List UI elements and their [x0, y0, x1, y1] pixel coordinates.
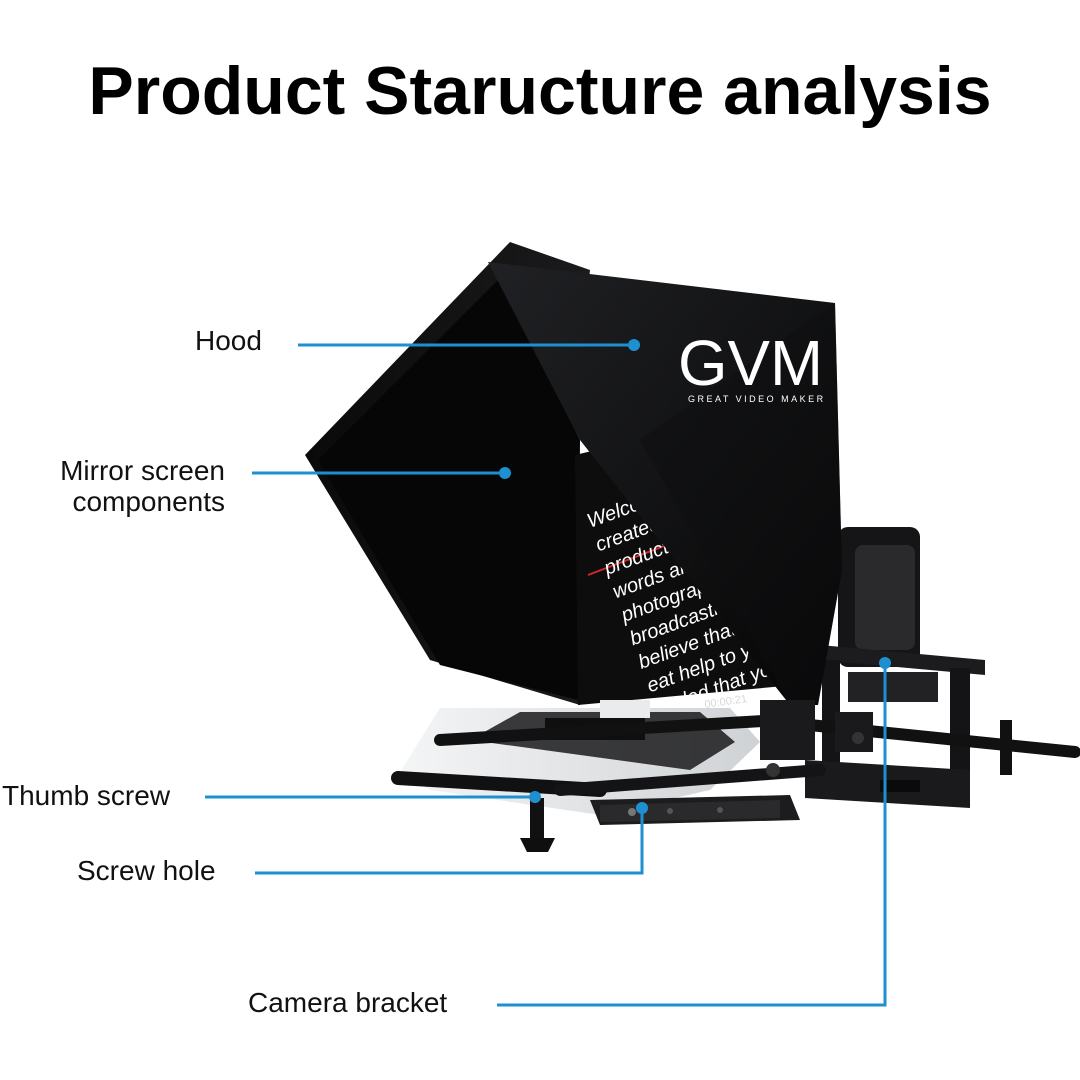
camera-bracket-leader-line	[497, 663, 887, 1007]
leader-lines	[205, 343, 887, 1007]
support-rails	[391, 700, 1080, 797]
thumb-screw	[520, 720, 1012, 852]
page-title: Product Staructure analysis	[88, 53, 992, 129]
screw-hole-label: Screw hole	[77, 855, 216, 886]
svg-text:GVM: GVM	[678, 327, 823, 399]
gvm-logo: GVM Great Video Maker	[678, 327, 826, 404]
mirror-screen-label-line1: Mirror screen	[60, 455, 225, 486]
mirror-glass	[318, 278, 580, 700]
svg-text:Great Video Maker: Great Video Maker	[688, 394, 826, 404]
camera-body	[838, 527, 920, 667]
camera-bracket-frame	[805, 645, 985, 808]
mirror-screen-label: Mirror screen components	[0, 455, 225, 517]
leader-dots	[499, 339, 891, 814]
screw-hole-leader-line	[255, 808, 644, 875]
thumb-screw-label: Thumb screw	[2, 780, 171, 811]
mirror-screen-label-line2: components	[72, 486, 225, 517]
base-plate	[590, 795, 800, 825]
hood-label: Hood	[195, 325, 262, 356]
screen-timer: 00:00:21	[704, 693, 748, 711]
camera-bracket-label: Camera bracket	[248, 987, 448, 1018]
